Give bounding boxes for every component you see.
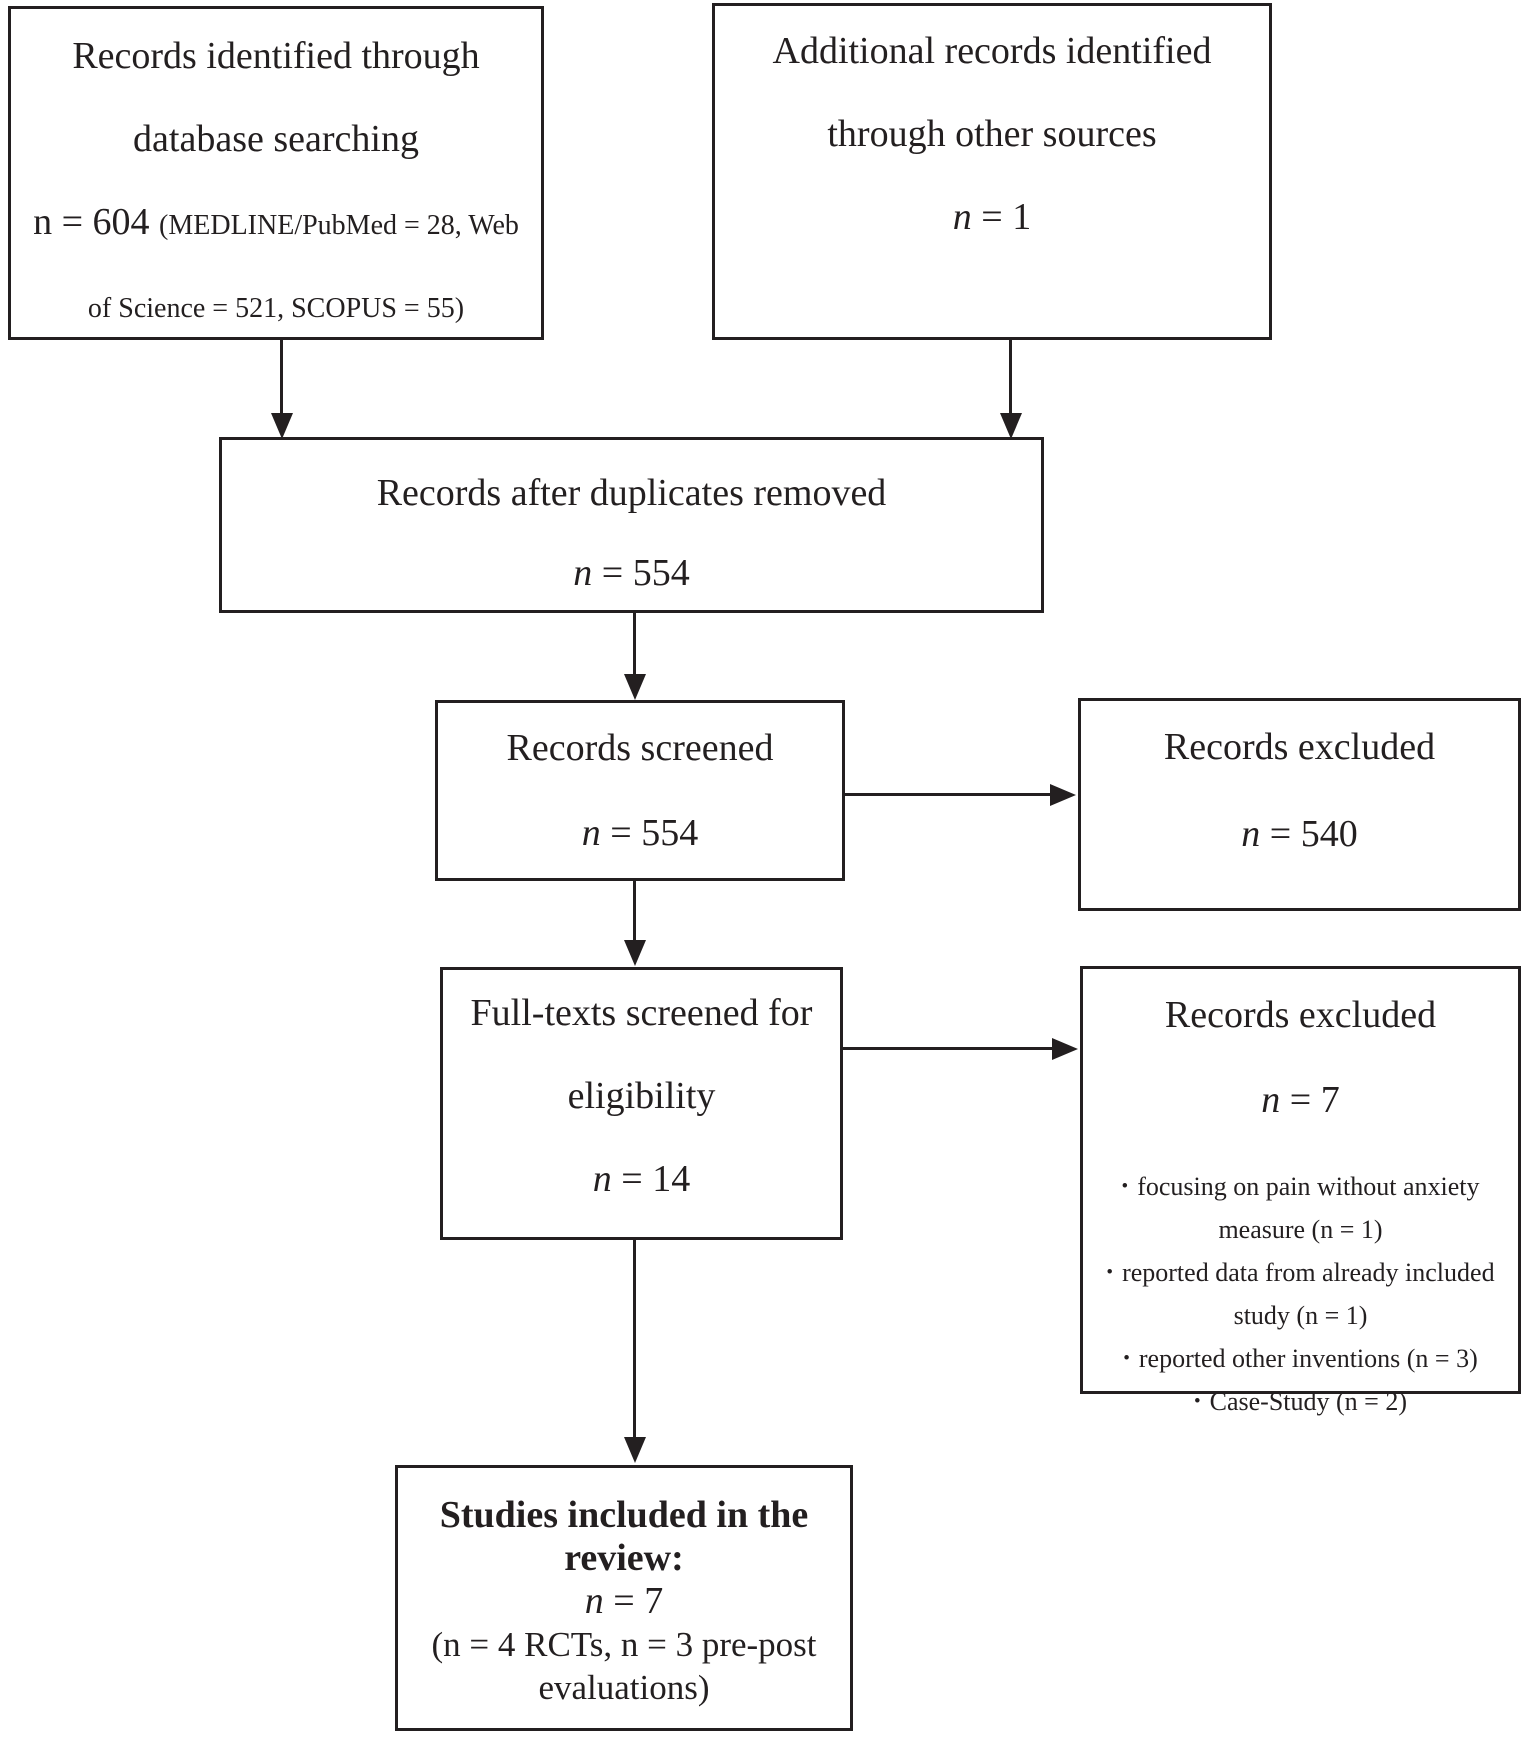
box-line: Full-texts screened for	[470, 992, 813, 1034]
arrowhead-down-icon	[1000, 413, 1022, 439]
box-line: Records after duplicates removed	[376, 472, 887, 514]
exclusion-reason: •focusing on pain without anxiety measur…	[1121, 1172, 1480, 1244]
box-line: database searching	[133, 118, 419, 160]
box-line: Records identified through	[72, 35, 480, 77]
flow-arrow-screened-to-fulltext	[624, 881, 646, 966]
arrowhead-right-icon	[1052, 1038, 1078, 1060]
exclusion-reason: •reported data from already included stu…	[1106, 1258, 1495, 1330]
box-records-after-duplicates-removed: Records after duplicates removed n = 554	[219, 437, 1044, 613]
box-records-screened: Records screened n = 554	[435, 700, 845, 881]
exclusion-reason: •reported other inventions (n = 3)	[1123, 1344, 1478, 1373]
flow-arrow-fulltext-to-excluded	[843, 1038, 1078, 1060]
box-records-identified-database: Records identified through database sear…	[8, 6, 544, 340]
arrowhead-down-icon	[271, 413, 293, 439]
box-line: Records screened	[506, 727, 774, 769]
box-line: Records excluded	[1164, 994, 1437, 1036]
bullet-icon: •	[1106, 1262, 1114, 1283]
box-fulltexts-screened: Full-texts screened for eligibility n = …	[440, 967, 843, 1240]
arrow-shaft	[843, 1047, 1054, 1050]
box-count-line: n = 554	[573, 552, 690, 594]
box-line: Additional records identified	[772, 30, 1212, 72]
box-line: through other sources	[827, 113, 1157, 155]
box-count-line: n = 554	[581, 812, 699, 854]
arrowhead-down-icon	[624, 940, 646, 966]
arrow-shaft	[845, 793, 1052, 796]
flow-arrow-other-sources-to-duplicates	[1000, 340, 1022, 439]
box-count-line: n = 7	[584, 1580, 664, 1622]
box-records-excluded-fulltext: Records excluded n = 7 •focusing on pain…	[1080, 966, 1521, 1416]
arrowhead-right-icon	[1050, 784, 1076, 806]
arrow-shaft	[1009, 340, 1012, 415]
arrowhead-down-icon	[624, 674, 646, 700]
bullet-icon: •	[1121, 1176, 1129, 1197]
box-count-line: n = 1	[952, 196, 1032, 238]
box-line: eligibility	[567, 1075, 716, 1117]
arrowhead-down-icon	[624, 1437, 646, 1463]
box-count-line: n = 604 (MEDLINE/PubMed = 28, Web	[33, 201, 519, 243]
exclusion-reason: •Case-Study (n = 2)	[1193, 1387, 1408, 1416]
box-line: Records excluded	[1163, 726, 1436, 768]
box-additional-records-other-sources: Additional records identified through ot…	[712, 3, 1272, 340]
bullet-icon: •	[1193, 1391, 1201, 1412]
box-count-line: n = 540	[1241, 813, 1358, 855]
box-records-excluded-screening: Records excluded n = 540	[1078, 698, 1521, 911]
box-count-line: n = 7	[1261, 1079, 1340, 1121]
box-detail-line: of Science = 521, SCOPUS = 55)	[87, 293, 465, 324]
box-studies-included: Studies included in the review: n = 7 (n…	[395, 1465, 853, 1731]
box-detail-line: (n = 4 RCTs, n = 3 pre-post	[431, 1625, 817, 1664]
flow-arrow-fulltext-to-included	[624, 1240, 646, 1463]
flow-arrow-duplicates-to-screened	[624, 613, 646, 700]
box-title-line: Studies included in the	[439, 1494, 809, 1536]
arrow-shaft	[633, 613, 636, 676]
exclusion-reason-list: •focusing on pain without anxiety measur…	[1083, 1165, 1518, 1423]
box-title-line: review:	[564, 1537, 684, 1579]
arrow-shaft	[633, 1240, 636, 1439]
arrow-shaft	[280, 340, 283, 415]
arrow-shaft	[633, 881, 636, 942]
box-count-line: n = 14	[592, 1158, 691, 1200]
flow-arrow-screened-to-excluded	[845, 784, 1076, 806]
flow-arrow-database-to-duplicates	[271, 340, 293, 439]
box-detail-line: evaluations)	[538, 1668, 710, 1707]
bullet-icon: •	[1123, 1348, 1130, 1369]
